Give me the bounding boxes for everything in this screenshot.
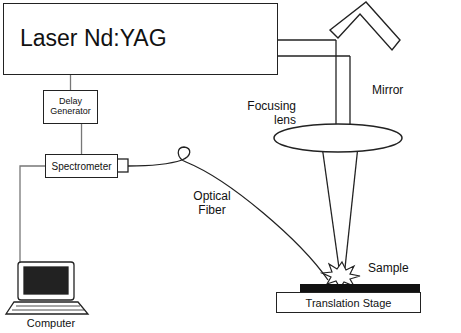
laser-beam bbox=[335, 40, 336, 126]
computer-icon bbox=[6, 262, 88, 314]
laser-beam bbox=[278, 39, 336, 40]
node-text: Laser Nd:YAG bbox=[20, 26, 167, 51]
optical-fiber bbox=[128, 147, 328, 280]
data-wire bbox=[20, 166, 45, 262]
sample bbox=[300, 284, 420, 292]
node-text: Spectrometer bbox=[52, 161, 112, 172]
part-label: Sample bbox=[368, 262, 428, 276]
signal-cable bbox=[81, 124, 82, 154]
part-label: Optical Fiber bbox=[182, 190, 242, 218]
laser-beam bbox=[278, 55, 350, 56]
instrument-box: Translation Stage bbox=[276, 292, 421, 313]
part-label: Computer bbox=[6, 317, 96, 330]
signal-cable bbox=[70, 75, 71, 90]
laser-beam bbox=[349, 56, 350, 126]
instrument-box: Spectrometer bbox=[45, 154, 118, 178]
part-label: Focusing lens bbox=[222, 100, 296, 128]
focusing-lens bbox=[274, 124, 402, 152]
focused-beam bbox=[345, 146, 358, 268]
instrument-box: Delay Generator bbox=[43, 90, 98, 124]
instrument-box: Laser Nd:YAG bbox=[3, 3, 278, 75]
focused-beam bbox=[322, 146, 339, 268]
mirror bbox=[330, 2, 400, 50]
part-label: Mirror bbox=[372, 84, 442, 98]
node-text: Translation Stage bbox=[306, 297, 392, 309]
node-text: Delay Generator bbox=[49, 97, 93, 117]
